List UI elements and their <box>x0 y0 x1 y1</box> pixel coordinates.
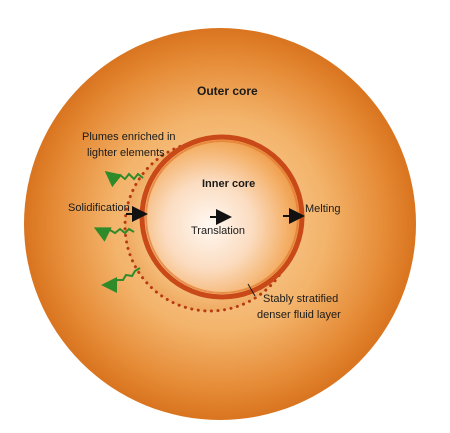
plumes-label-line2: lighter elements <box>87 147 165 159</box>
stratified-label-line2: denser fluid layer <box>257 309 341 321</box>
plumes-label-line1: Plumes enriched in <box>82 131 176 143</box>
plume-arrow-icon <box>101 267 141 293</box>
stratified-layer-leader-line <box>247 283 256 297</box>
melting-label: Melting <box>305 203 340 215</box>
stratified-label-line1: Stably stratified <box>263 293 338 305</box>
outer-core-label: Outer core <box>197 84 258 98</box>
plume-arrow-icon <box>104 171 144 188</box>
translation-label: Translation <box>191 225 245 237</box>
plume-arrow-icon <box>93 227 135 242</box>
inner-core-label: Inner core <box>202 178 255 190</box>
solidification-label: Solidification <box>68 202 130 214</box>
